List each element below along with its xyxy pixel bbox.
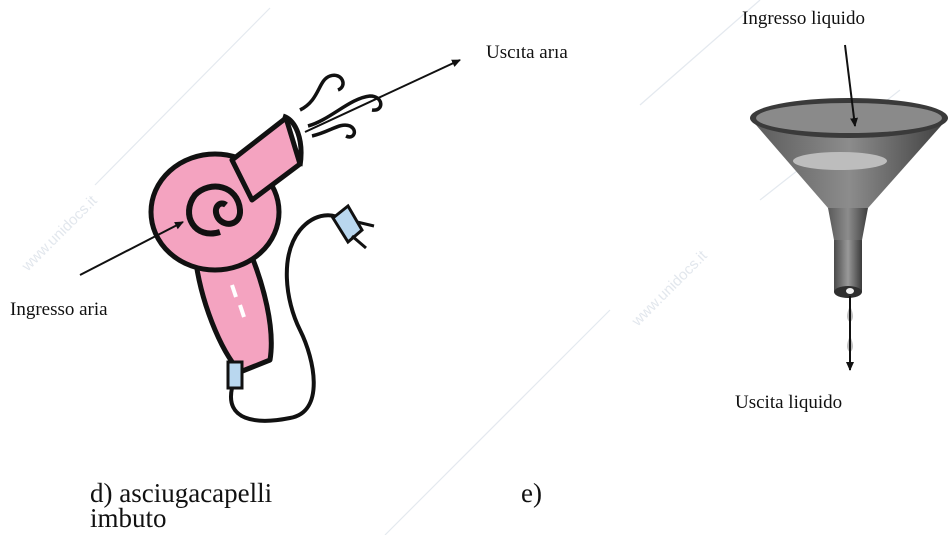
funnel-icon bbox=[750, 98, 948, 298]
caption-d-continuation: imbuto bbox=[90, 503, 167, 534]
air-in-label: Ingresso aria bbox=[10, 299, 108, 321]
liquid-out-label: Uscita liquido bbox=[735, 392, 842, 414]
liquid-in-label: Ingresso liquido bbox=[742, 8, 865, 30]
caption-e: e) bbox=[521, 478, 542, 509]
air-out-label: Uscıta arıa bbox=[486, 42, 568, 64]
hair-dryer-icon bbox=[151, 116, 345, 421]
power-plug-icon bbox=[333, 206, 374, 248]
air-out-arrow bbox=[305, 60, 460, 132]
